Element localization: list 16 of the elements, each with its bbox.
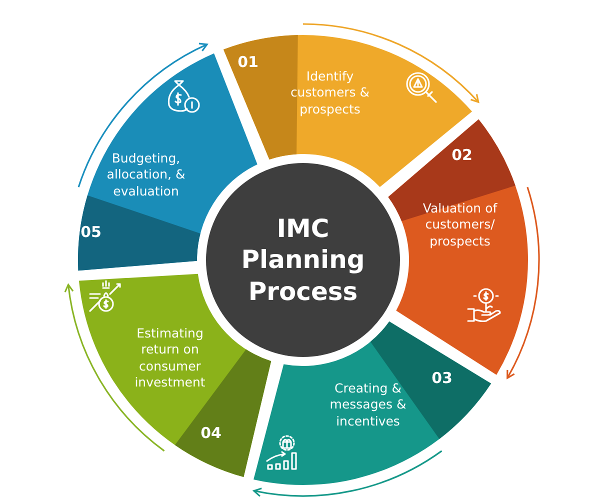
step-label: Valuation of customers/ prospects [422,200,498,250]
cycle-arrow [64,284,165,452]
step-label: Budgeting, allocation, & evaluation [106,150,186,200]
step-number: 01 [238,53,258,71]
cycle-arrow [253,450,442,497]
center-title: IMC Planning Process [240,213,366,307]
step-number: 04 [200,424,222,442]
cycle-arrow [302,23,480,103]
step-label: Identify customers & prospects [289,68,371,118]
step-label: Creating & messages & incentives [328,380,408,430]
step-label: Estimating return on consumer investment [134,326,206,390]
cycle-arrow [506,186,540,379]
step-number: 03 [432,369,452,387]
step-number: 05 [80,223,102,241]
cycle-arrow [78,43,208,188]
step-number: 02 [452,146,472,164]
